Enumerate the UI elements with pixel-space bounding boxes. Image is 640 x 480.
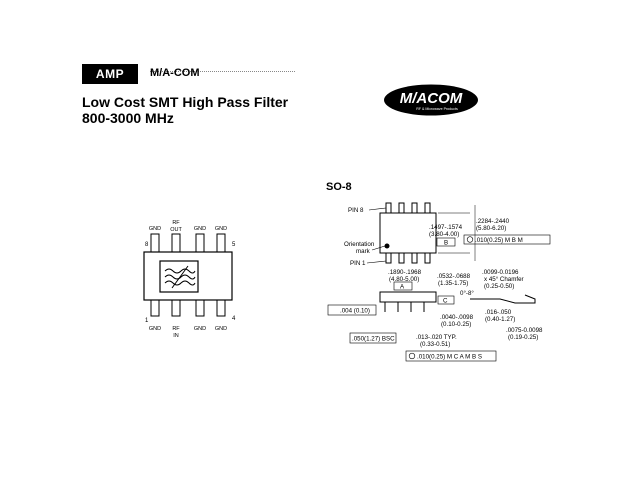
pin-7-lead bbox=[171, 233, 181, 255]
pin-label-gnd: GND bbox=[215, 226, 227, 232]
flatness-callout: .004 (0.10) bbox=[340, 308, 370, 315]
dim-span-mm: (5.80-6.20) bbox=[476, 225, 506, 232]
so8-outline-drawing: PIN 8 Orientation mark PIN 1 .1497-.1574… bbox=[327, 202, 551, 362]
lead bbox=[385, 202, 392, 214]
pin-label-gnd: GND bbox=[149, 326, 161, 332]
lead bbox=[411, 252, 418, 264]
pin-number-8: 8 bbox=[145, 242, 149, 248]
filter-wave-icon bbox=[164, 265, 196, 289]
header-divider bbox=[150, 71, 295, 72]
dim-lead-width-mm: (0.33-0.51) bbox=[420, 341, 450, 348]
dim-lead-thickness-in: .0075-0.0098 bbox=[506, 327, 543, 334]
pin-number-1: 1 bbox=[145, 318, 149, 324]
dim-lead-width-in: .013-.020 TYP. bbox=[416, 334, 457, 341]
lead-profile bbox=[470, 294, 536, 304]
dim-lead-thickness-mm: (0.19-0.25) bbox=[508, 334, 538, 341]
datum-a: A bbox=[400, 284, 405, 291]
lead bbox=[385, 252, 392, 264]
datum-b: B bbox=[444, 240, 448, 247]
pin-label-rf: RF bbox=[172, 326, 180, 332]
lead bbox=[424, 252, 431, 264]
datum-c: C bbox=[443, 298, 448, 305]
macom-logo-subtext: RF & Microwave Products bbox=[416, 107, 458, 111]
pin-4-lead bbox=[216, 297, 226, 317]
pin-8-lead bbox=[150, 233, 160, 255]
pin-label-gnd: GND bbox=[149, 226, 161, 232]
pin-label-rf: RF bbox=[172, 220, 180, 226]
pin8-label: PIN 8 bbox=[348, 207, 364, 214]
pin-label-gnd: GND bbox=[194, 326, 206, 332]
dim-height-mm: (1.35-1.75) bbox=[438, 280, 468, 287]
dim-standoff-mm: (0.10-0.25) bbox=[441, 321, 471, 328]
dim-chamfer-note: x 45° Chamfer bbox=[484, 276, 524, 283]
pin-label-gnd: GND bbox=[215, 326, 227, 332]
dim-height-in: .0532-.0688 bbox=[437, 273, 471, 280]
dim-body-width-mm: (3.80-4.00) bbox=[429, 231, 459, 238]
pin-6-lead bbox=[195, 233, 205, 255]
pin-3-lead bbox=[195, 297, 205, 317]
side-view-body bbox=[379, 291, 437, 303]
dim-span-in: .2284-.2440 bbox=[476, 218, 510, 225]
orientation-label: Orientation bbox=[344, 241, 375, 248]
dim-length-in: .1890-.1968 bbox=[388, 269, 422, 276]
macom-logo: M/ACOM RF & Microwave Products bbox=[384, 84, 478, 116]
lead bbox=[398, 252, 405, 264]
dim-standoff-in: .0040-.0098 bbox=[440, 314, 474, 321]
dim-body-width-in: .1497-.1574 bbox=[429, 224, 463, 231]
package-name: SO-8 bbox=[326, 181, 352, 193]
pin-2-lead bbox=[171, 297, 181, 317]
dim-pitch: .050(1.27) BSC bbox=[352, 336, 395, 343]
pin-label-gnd: GND bbox=[194, 226, 206, 232]
document-title: Low Cost SMT High Pass Filter bbox=[82, 94, 289, 110]
pin1-label: PIN 1 bbox=[350, 260, 366, 267]
dim-angle: 0°-8° bbox=[460, 290, 474, 297]
pin-5-lead bbox=[216, 233, 226, 255]
pin-1-lead bbox=[150, 297, 160, 317]
tolerance-frame-bottom: .010(0.25) M C A M B S bbox=[417, 354, 482, 361]
pin-label-out: OUT bbox=[170, 227, 182, 233]
amp-logo: AMP bbox=[82, 64, 138, 84]
dim-foot-mm: (0.40-1.27) bbox=[485, 316, 515, 323]
tolerance-frame-top: .010(0.25) M B M bbox=[475, 237, 523, 244]
pin-label-in: IN bbox=[173, 333, 179, 339]
document-subtitle: 800-3000 MHz bbox=[82, 110, 174, 126]
pin-number-5: 5 bbox=[232, 242, 236, 248]
dim-foot-in: .016-.050 bbox=[485, 309, 512, 316]
lead bbox=[424, 202, 431, 214]
orientation-label-mark: mark bbox=[356, 248, 371, 255]
amp-logo-text: AMP bbox=[95, 67, 125, 81]
lead bbox=[411, 202, 418, 214]
pinout-diagram: GND RF OUT GND GND 8 5 1 4 GND RF IN GND… bbox=[143, 220, 236, 339]
lead bbox=[398, 202, 405, 214]
dim-length-mm: (4.80-5.00) bbox=[389, 276, 419, 283]
orientation-mark-dot bbox=[384, 243, 390, 249]
pin-number-4: 4 bbox=[232, 316, 236, 322]
dim-chamfer-in: .0099-0.0196 bbox=[482, 269, 519, 276]
company-name: M/A-COM bbox=[150, 67, 200, 79]
macom-logo-text: M/ACOM bbox=[400, 90, 463, 107]
dim-chamfer-mm: (0.25-0.50) bbox=[484, 283, 514, 290]
